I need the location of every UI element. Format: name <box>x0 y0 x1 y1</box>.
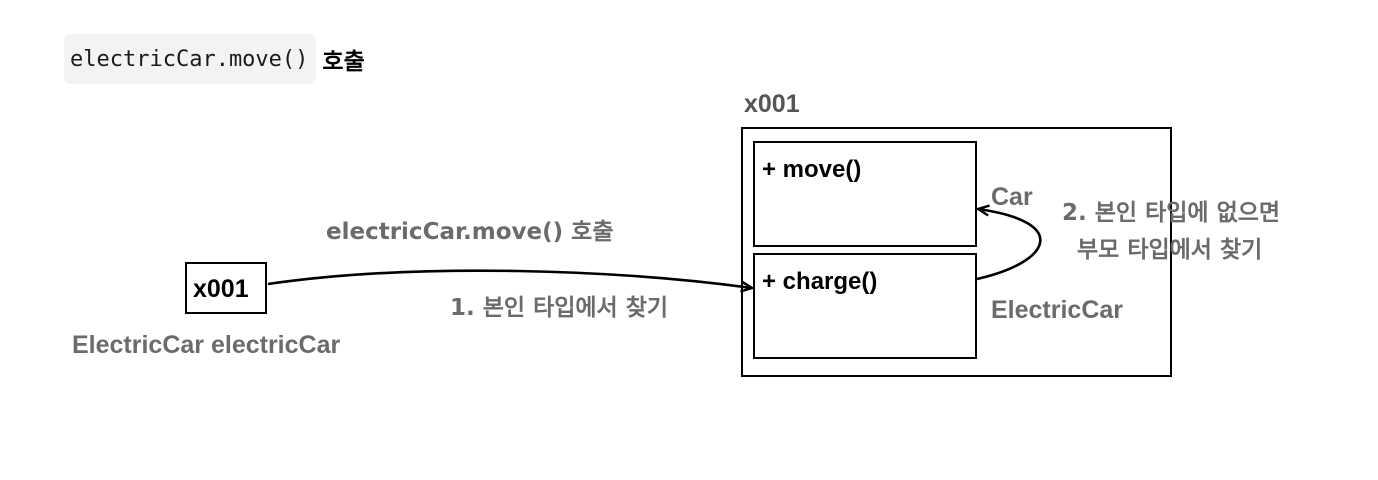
parent-lookup-arrow <box>977 209 1042 281</box>
parent-method-label: + move() <box>762 156 861 183</box>
parent-class-box <box>753 141 977 247</box>
call-label: electricCar.move() 호출 <box>326 219 613 245</box>
variable-box <box>185 262 267 314</box>
step1-label: 1. 본인 타입에서 찾기 <box>450 295 668 321</box>
child-class-box <box>753 253 977 359</box>
variable-declaration: ElectricCar electricCar <box>72 331 340 359</box>
variable-value: x001 <box>193 275 249 303</box>
call-arrow <box>267 269 752 288</box>
step2-label-line1: 2. 본인 타입에 없으면 <box>1062 200 1280 226</box>
inline-code: electricCar.move() <box>64 34 317 84</box>
instance-box <box>741 127 1172 377</box>
page-heading: electricCar.move() 호출 <box>64 34 365 84</box>
parent-class-name: Car <box>991 183 1033 211</box>
step2-label-line2: 부모 타입에서 찾기 <box>1077 237 1262 263</box>
heading-suffix: 호출 <box>322 49 365 75</box>
child-class-name: ElectricCar <box>991 296 1123 324</box>
child-method-label: + charge() <box>762 268 877 295</box>
instance-address-label: x001 <box>744 90 800 118</box>
